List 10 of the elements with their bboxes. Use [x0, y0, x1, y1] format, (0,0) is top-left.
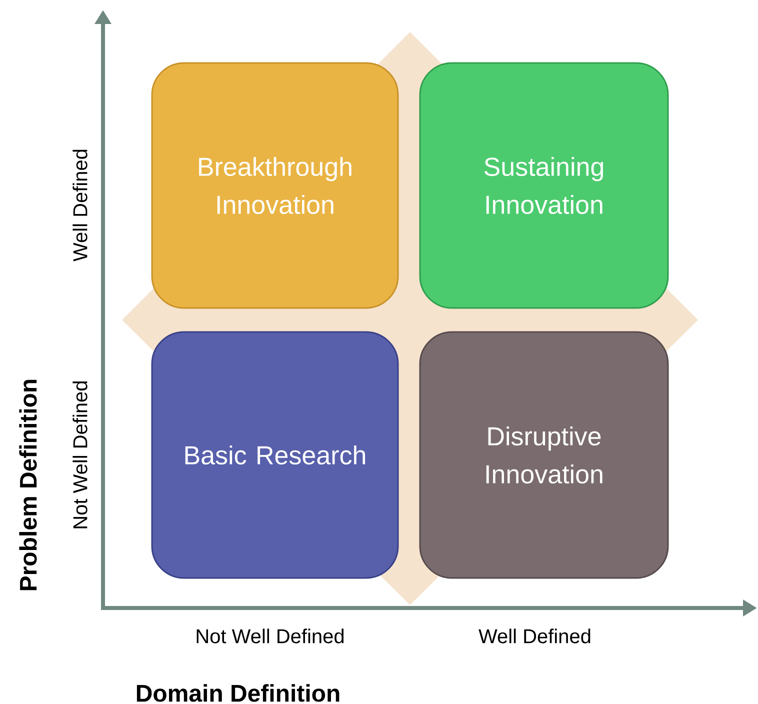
axis-title: Domain Definition	[136, 684, 340, 702]
axis-label: Well Defined	[478, 628, 590, 644]
axis-label: Not Well Defined	[196, 628, 344, 644]
axis-label: Well Defined	[72, 150, 88, 262]
axis-title: Problem Definition	[19, 380, 37, 590]
axis-label: Not Well Defined	[72, 381, 88, 528]
quadrant-box: Breakthrough Innovation	[151, 62, 399, 309]
quadrant-box: Disruptive Innovation	[419, 331, 669, 579]
quadrant-box: Sustaining Innovation	[419, 62, 669, 309]
quadrant-box: Basic Research	[151, 331, 399, 579]
